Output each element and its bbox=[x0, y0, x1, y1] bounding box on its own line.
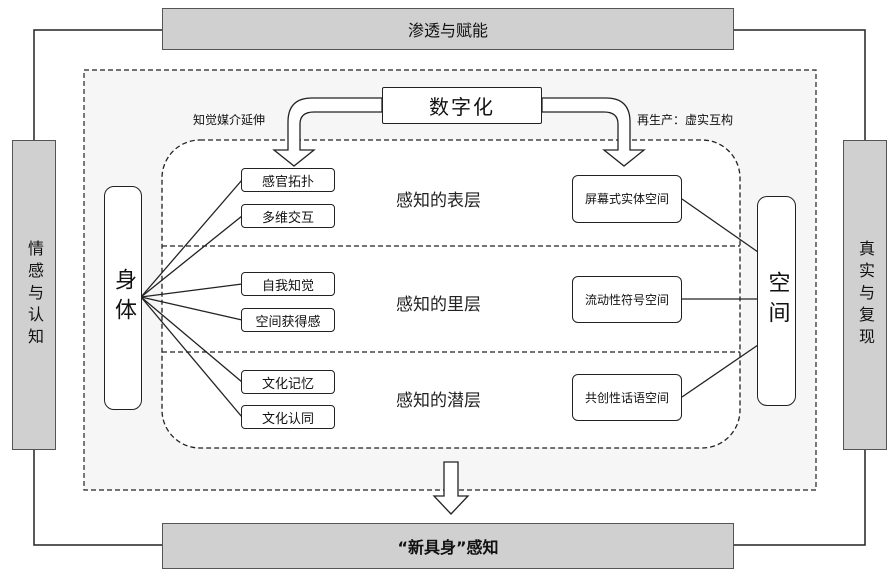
body-connector-group bbox=[140, 179, 759, 418]
top-banner: 渗透与赋能 bbox=[162, 8, 734, 50]
left-banner: 情感与认知 bbox=[12, 140, 56, 450]
outer-frame-line bbox=[33, 29, 162, 140]
node-cultural-memory: 文化记忆 bbox=[241, 370, 335, 394]
bottom-banner: “新具身”感知 bbox=[162, 523, 734, 569]
left-annotation: 知觉媒介延伸 bbox=[193, 113, 266, 127]
node-cultural-identity: 文化认同 bbox=[241, 405, 335, 429]
right-banner: 真实与复现 bbox=[843, 140, 887, 450]
right-curved-arrow bbox=[541, 97, 646, 167]
right-annotation: 再生产：虚实互构 bbox=[637, 113, 734, 127]
down-hollow-arrow bbox=[432, 461, 470, 515]
space-connector bbox=[681, 344, 759, 398]
node-sense-of-space: 空间获得感 bbox=[241, 308, 335, 332]
outer-frame-line bbox=[734, 450, 866, 546]
space-box: 空间 bbox=[757, 196, 796, 406]
body-connector bbox=[140, 296, 243, 321]
node-fluid-symbolic-space: 流动性符号空间 bbox=[572, 276, 682, 323]
outer-frame-line bbox=[734, 29, 866, 140]
body-connector bbox=[140, 296, 243, 383]
space-connector bbox=[681, 198, 759, 253]
body-connector bbox=[140, 215, 243, 298]
body-connector bbox=[140, 179, 243, 298]
node-co-creative-discourse-space: 共创性话语空间 bbox=[572, 374, 682, 421]
node-sensory-topology: 感官拓扑 bbox=[241, 168, 335, 192]
body-connector bbox=[140, 283, 243, 298]
outer-frame-line bbox=[33, 450, 162, 546]
layer-latent-label: 感知的潜层 bbox=[396, 391, 481, 411]
body-box: 身体 bbox=[104, 186, 142, 410]
digitization-box: 数字化 bbox=[382, 87, 542, 124]
body-connector bbox=[140, 296, 243, 418]
node-multidimensional-interaction: 多维交互 bbox=[241, 204, 335, 228]
node-self-perception: 自我知觉 bbox=[241, 272, 335, 296]
node-screen-physical-space: 屏幕式实体空间 bbox=[572, 175, 682, 223]
layer-inner-label: 感知的里层 bbox=[396, 295, 481, 315]
layer-surface-label: 感知的表层 bbox=[396, 191, 481, 211]
left-curved-arrow bbox=[272, 97, 383, 167]
